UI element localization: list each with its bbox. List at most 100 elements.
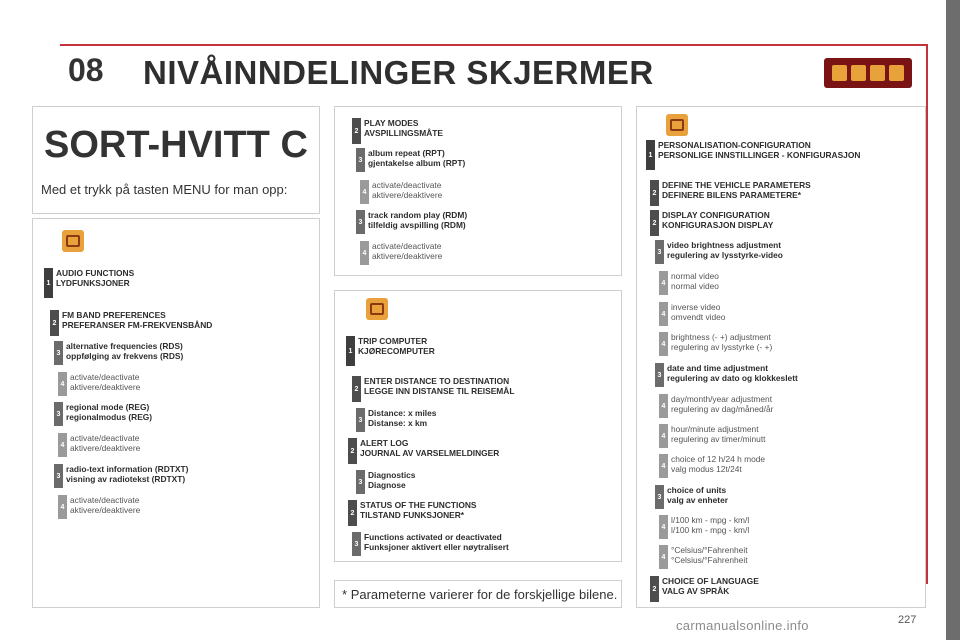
- item-line2: l/100 km - mpg - km/l: [671, 525, 750, 535]
- item-line2: gjentakelse album (RPT): [368, 158, 466, 168]
- level-badge: 3: [54, 402, 63, 426]
- item-line2: regulering av timer/minutt: [671, 434, 766, 444]
- item-line1: regional mode (REG): [66, 402, 150, 412]
- item-line2: normal video: [671, 281, 719, 291]
- item-line1: activate/deactivate: [70, 495, 140, 505]
- page-title: NIVÅINNDELINGER SKJERMER: [143, 54, 654, 91]
- watermark: carmanualsonline.info: [676, 618, 809, 633]
- item-line1: normal video: [671, 271, 719, 281]
- item-line2: regulering av dag/måned/år: [671, 404, 774, 414]
- item-line2: AVSPILLINGSMÅTE: [364, 128, 443, 138]
- level-badge: 2: [352, 118, 361, 144]
- intro-box: [32, 106, 320, 214]
- level-badge: 4: [58, 495, 67, 519]
- menu-item: 3 alternative frequencies (RDS)oppfølgin…: [54, 341, 183, 365]
- item-line1: FM BAND PREFERENCES: [62, 310, 166, 320]
- footnote: * Parameterne varierer for de forskjelli…: [342, 587, 617, 602]
- item-line1: l/100 km - mpg - km/l: [671, 515, 750, 525]
- item-line2: regionalmodus (REG): [66, 412, 153, 422]
- audio-icon: [62, 230, 84, 252]
- right-rule: [926, 44, 928, 584]
- audio-box: [32, 218, 320, 608]
- item-line1: inverse video: [671, 302, 721, 312]
- footnote-text: Parameterne varierer for de forskjellige…: [350, 587, 618, 602]
- chapter-tab: [60, 46, 124, 92]
- item-line2: Distanse: x km: [368, 418, 428, 428]
- item-line1: radio-text information (RDTXT): [66, 464, 189, 474]
- item-line2: °Celsius/°Fahrenheit: [671, 555, 748, 565]
- item-line1: °Celsius/°Fahrenheit: [671, 545, 748, 555]
- item-line1: Functions activated or deactivated: [364, 532, 502, 542]
- item-line2: visning av radiotekst (RDTXT): [66, 474, 186, 484]
- phone-header-icon: [870, 65, 885, 81]
- level-badge: 1: [346, 336, 355, 366]
- item-line2: aktivere/deaktivere: [372, 251, 443, 261]
- item-line2: tilfeldig avspilling (RDM): [368, 220, 466, 230]
- level-badge: 3: [54, 341, 63, 365]
- level-badge: 4: [659, 271, 668, 295]
- level-badge: 4: [360, 241, 369, 265]
- item-line2: regulering av lysstyrke-video: [667, 250, 783, 260]
- level-badge: 2: [650, 576, 659, 602]
- level-badge: 4: [58, 433, 67, 457]
- level-badge: 2: [352, 376, 361, 402]
- item-line2: Funksjoner aktivert eller nøytralisert: [364, 542, 509, 552]
- item-line2: regulering av lysstyrke (- +): [671, 342, 773, 352]
- item-line1: ENTER DISTANCE TO DESTINATION: [364, 376, 510, 386]
- section-heading: SORT-HVITT C: [44, 124, 308, 166]
- item-line1: choice of 12 h/24 h mode: [671, 454, 766, 464]
- audio-header-icon: [832, 65, 847, 81]
- item-line1: activate/deactivate: [70, 372, 140, 382]
- trip-computer-icon: [366, 298, 388, 320]
- footnote-star: *: [342, 587, 348, 602]
- item-line2: Diagnose: [368, 480, 406, 490]
- trip-header-icon: [889, 65, 904, 81]
- level-badge: 4: [659, 454, 668, 478]
- item-line1: DISPLAY CONFIGURATION: [662, 210, 770, 220]
- play-modes-box: [334, 106, 622, 276]
- item-line2: oppfølging av frekvens (RDS): [66, 351, 184, 361]
- level-badge: 3: [356, 470, 365, 494]
- item-line2: aktivere/deaktivere: [70, 382, 141, 392]
- level-badge: 3: [356, 148, 365, 172]
- item-line2: valg av enheter: [667, 495, 728, 505]
- menu-item: 3 radio-text information (RDTXT)visning …: [54, 464, 188, 488]
- side-strip: [946, 0, 960, 640]
- level-badge: 3: [655, 240, 664, 264]
- menu-item: 3 album repeat (RPT)gjentakelse album (R…: [356, 148, 465, 172]
- item-line1: activate/deactivate: [70, 433, 140, 443]
- item-line2: valg modus 12t/24t: [671, 464, 742, 474]
- item-line1: CHOICE OF LANGUAGE: [662, 576, 759, 586]
- menu-item: 4 °Celsius/°Fahrenheit°Celsius/°Fahrenhe…: [659, 545, 748, 569]
- item-line2: regulering av dato og klokkeslett: [667, 373, 798, 383]
- item-line2: LEGGE INN DISTANSE TIL REISEMÅL: [364, 386, 515, 396]
- level-badge: 3: [352, 532, 361, 556]
- item-line2: KJØRECOMPUTER: [358, 346, 435, 356]
- personalisation-box: [636, 106, 926, 608]
- personalisation-icon: [666, 114, 688, 136]
- item-line1: activate/deactivate: [372, 241, 442, 251]
- level-badge: 4: [659, 545, 668, 569]
- page-number: 227: [898, 614, 917, 626]
- item-line1: Distance: x miles: [368, 408, 437, 418]
- item-line2: aktivere/deaktivere: [372, 190, 443, 200]
- intro-text: Med et trykk på tasten MENU for man opp:: [41, 182, 288, 197]
- level-badge: 2: [650, 210, 659, 236]
